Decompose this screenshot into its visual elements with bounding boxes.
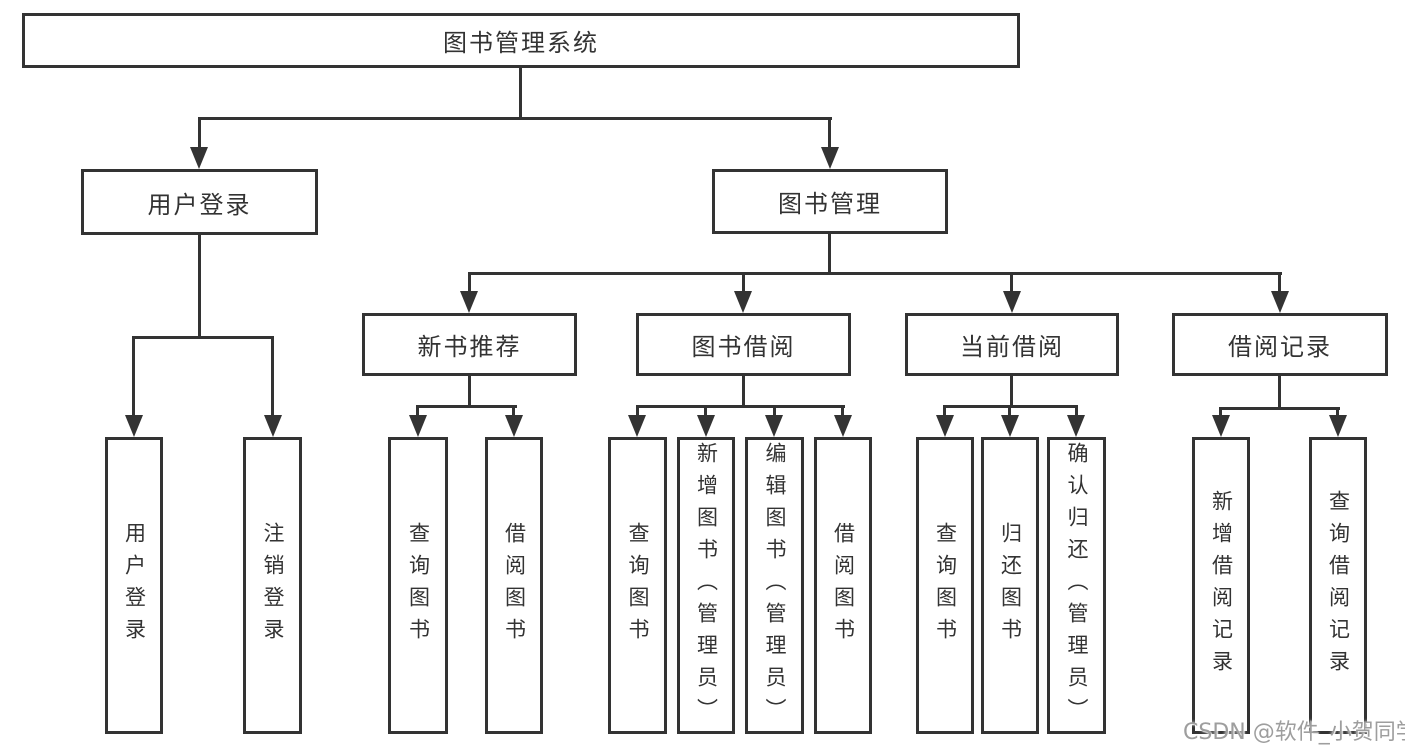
leaf-borrow-query-book: 查询图书: [608, 437, 667, 734]
connector-arrow: [505, 415, 523, 437]
connector-arrow: [1067, 415, 1085, 437]
leaf-current-query-book: 查询图书: [916, 437, 974, 734]
connector-line: [416, 405, 517, 408]
connector-line: [468, 376, 471, 407]
node-current-borrow: 当前借阅: [905, 313, 1119, 376]
connector-line: [198, 235, 201, 338]
connector-line: [841, 405, 844, 421]
node-borrow-records: 借阅记录: [1172, 313, 1388, 376]
csdn-watermark: CSDN @软件_小贺同学: [1183, 720, 1405, 745]
leaf-user-login: 用户登录: [105, 437, 163, 734]
leaf-recommend-borrow-book: 借阅图书: [485, 437, 543, 734]
connector-line: [742, 376, 745, 407]
connector-line: [1278, 376, 1281, 409]
connector-line: [271, 336, 274, 420]
node-new-book-recommend: 新书推荐: [362, 313, 577, 376]
connector-arrow: [734, 291, 752, 313]
connector-arrow: [125, 415, 143, 437]
leaf-edit-book-admin: 编辑图书（管理员）: [745, 437, 804, 734]
connector-line: [1336, 407, 1339, 421]
leaf-recommend-query-book: 查询图书: [388, 437, 448, 734]
connector-arrow: [697, 415, 715, 437]
leaf-logout: 注销登录: [243, 437, 302, 734]
connector-arrow: [460, 291, 478, 313]
connector-line: [828, 117, 831, 151]
connector-line: [198, 117, 201, 151]
node-library-system: 图书管理系统: [22, 13, 1020, 68]
connector-line: [1010, 376, 1013, 407]
leaf-confirm-return-admin: 确认归还（管理员）: [1047, 437, 1106, 734]
connector-line: [519, 67, 522, 119]
connector-arrow: [628, 415, 646, 437]
connector-line: [943, 405, 946, 421]
node-book-borrow: 图书借阅: [636, 313, 851, 376]
connector-line: [1075, 405, 1078, 421]
connector-arrow: [1212, 415, 1230, 437]
leaf-add-book-admin: 新增图书（管理员）: [677, 437, 735, 734]
connector-line: [1278, 272, 1281, 296]
connector-line: [636, 405, 845, 408]
connector-arrow: [765, 415, 783, 437]
connector-line: [468, 272, 471, 296]
connector-line: [132, 336, 274, 339]
node-book-management: 图书管理: [712, 169, 948, 234]
connector-line: [132, 336, 135, 420]
connector-arrow: [834, 415, 852, 437]
connector-line: [416, 405, 419, 421]
connector-arrow: [1001, 415, 1019, 437]
connector-arrow: [1329, 415, 1347, 437]
connector-line: [742, 272, 745, 296]
leaf-return-book: 归还图书: [981, 437, 1039, 734]
connector-arrow: [264, 415, 282, 437]
connector-line: [468, 272, 1282, 275]
leaf-query-borrow-record: 查询借阅记录: [1309, 437, 1367, 734]
leaf-add-borrow-record: 新增借阅记录: [1192, 437, 1250, 734]
connector-line: [773, 405, 776, 421]
connector-arrow: [821, 147, 839, 169]
connector-line: [704, 405, 707, 421]
connector-arrow: [1003, 291, 1021, 313]
connector-line: [198, 117, 832, 120]
connector-arrow: [190, 147, 208, 169]
connector-arrow: [1271, 291, 1289, 313]
connector-line: [512, 405, 515, 421]
connector-line: [1008, 405, 1011, 421]
connector-line: [1219, 407, 1340, 410]
connector-line: [1010, 272, 1013, 296]
connector-arrow: [936, 415, 954, 437]
connector-arrow: [409, 415, 427, 437]
node-user-login: 用户登录: [81, 169, 318, 235]
leaf-borrow-borrow-book: 借阅图书: [814, 437, 872, 734]
connector-line: [636, 405, 639, 421]
connector-line: [1219, 407, 1222, 421]
connector-line: [828, 234, 831, 275]
